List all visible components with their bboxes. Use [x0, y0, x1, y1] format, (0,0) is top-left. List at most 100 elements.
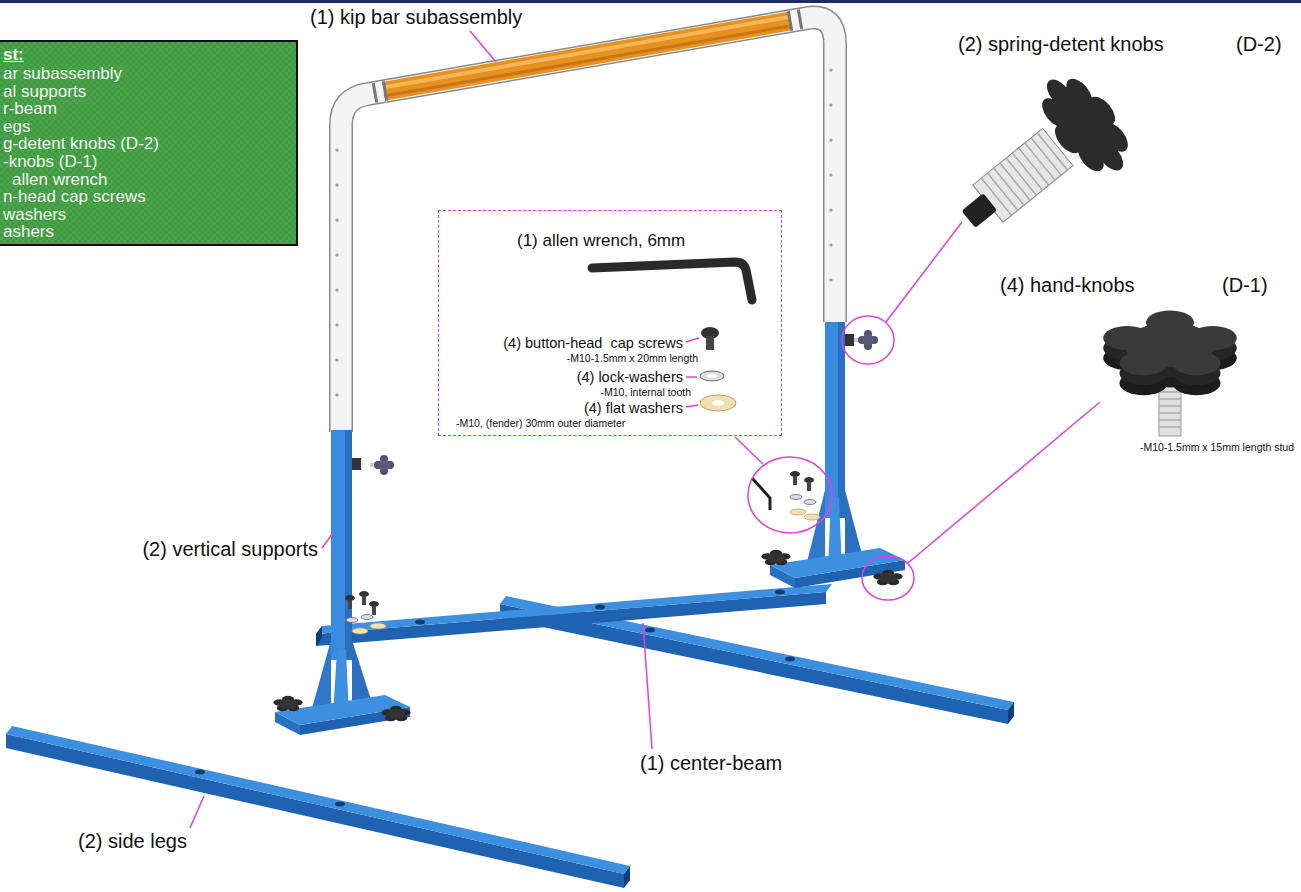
hand-knob-small — [761, 550, 790, 566]
adjust-hole — [335, 148, 338, 151]
bolt-hole — [785, 657, 795, 662]
beam-side-face — [316, 592, 826, 646]
part-label: (1) kip bar subassembly — [310, 6, 522, 29]
callout-circle — [862, 556, 914, 600]
tube-white — [341, 18, 835, 432]
allen-wrench-small — [752, 478, 770, 510]
bolt-hole — [645, 628, 655, 633]
parts-list-item: ashers — [3, 222, 54, 242]
spec-note: -M10-1.5mm x 15mm length stud — [1140, 441, 1294, 453]
parts-list-item: ar subassembly — [3, 64, 122, 84]
top-rule — [0, 0, 1301, 3]
spec-note: -M10-1.5mm x 20mm length — [567, 352, 698, 364]
support-shade — [345, 430, 352, 660]
parts-list-item: egs — [3, 117, 30, 137]
vertical-support — [273, 430, 410, 735]
adjust-hole — [829, 243, 832, 246]
knob-body — [1039, 76, 1132, 175]
knob-body — [279, 699, 297, 709]
leader-line — [470, 31, 496, 62]
parts-list-box: st:ar subassemblyal supportsr-beamegsg-d… — [0, 40, 298, 246]
part-label: (1) center-beam — [640, 752, 782, 775]
knob-body — [387, 709, 405, 719]
callout-circle — [842, 316, 894, 364]
knob-body — [862, 334, 874, 346]
adjust-holes — [335, 68, 832, 396]
lock-washer-hole — [707, 374, 717, 378]
adjust-hole — [829, 103, 832, 106]
thread-line — [1159, 426, 1181, 428]
callout-circle — [748, 457, 832, 533]
leader-line — [686, 338, 699, 342]
support-tube — [331, 430, 352, 660]
bolt-hole — [195, 770, 205, 775]
parts-list-item: g-detent knobs (D-2) — [3, 134, 159, 154]
leader-line — [686, 405, 698, 407]
hand-knob-icon — [1103, 311, 1237, 437]
bar-shade — [384, 26, 790, 96]
part-label: (2) vertical supports — [142, 538, 318, 561]
detent-collar — [352, 458, 361, 470]
lock-washer — [346, 618, 358, 623]
tube-outline — [341, 18, 835, 432]
gusset — [352, 640, 373, 706]
bolt-hole — [775, 590, 785, 595]
hardware-callout-box: (1) allen wrench, 6mm (4) button-head cap… — [438, 210, 782, 436]
leader-line — [190, 796, 204, 828]
adjust-hole — [335, 323, 338, 326]
screw-shank — [372, 606, 376, 615]
spring-knob-small — [854, 330, 878, 350]
parts-list-item: -knobs (D-1) — [3, 152, 97, 172]
leader-line — [735, 437, 763, 464]
screw-shank — [793, 476, 797, 485]
part-label: (2) side legs — [78, 830, 187, 853]
knob-body — [767, 553, 785, 563]
hand-knob-small — [273, 696, 302, 712]
leader-line — [908, 402, 1100, 563]
spring-knob-small — [370, 455, 394, 475]
part-label: (4) hand-knobs — [1000, 274, 1135, 297]
knob-pin — [962, 193, 998, 228]
knob-side — [1103, 321, 1237, 386]
adjust-hole — [829, 68, 832, 71]
thread-line — [1159, 398, 1181, 400]
leader-lines — [190, 31, 1100, 828]
kip-bar — [335, 9, 835, 432]
leg-side-face — [6, 734, 624, 888]
parts-list-item: r-beam — [3, 99, 57, 119]
beam-end-face — [316, 626, 322, 646]
bolt-hole — [335, 802, 345, 807]
adjust-hole — [335, 288, 338, 291]
bolt-hole — [415, 620, 425, 625]
lock-washer — [790, 495, 802, 500]
adjust-hole — [829, 138, 832, 141]
bar-collar — [373, 83, 376, 103]
screw-shank — [362, 596, 366, 605]
lock-washer-icon — [700, 371, 724, 381]
parts-list-item: washers — [3, 205, 66, 225]
spec-note: -M10, internal tooth — [601, 386, 691, 398]
adjust-hole — [335, 183, 338, 186]
bar-grip — [385, 21, 790, 91]
spec-note: -M10, (fender) 30mm outer diameter — [456, 417, 625, 429]
leader-line — [322, 533, 333, 548]
parts-list-heading: st: — [3, 45, 24, 65]
center-beam — [316, 584, 832, 646]
beam-top-face — [316, 584, 832, 634]
flat-washer-icon — [700, 395, 736, 411]
hardware-item: (4) button-head cap screws — [503, 335, 683, 352]
adjust-hole — [829, 173, 832, 176]
bar-collar — [383, 81, 386, 101]
hardware-heading: (1) allen wrench, 6mm — [517, 231, 685, 251]
thread-line — [1159, 412, 1181, 414]
hand-knob-small — [873, 570, 902, 586]
adjust-hole — [335, 253, 338, 256]
base-plate-top — [275, 695, 410, 725]
parts-list-item: n-head cap screws — [3, 187, 146, 207]
part-label: (2) spring-detent knobs — [958, 33, 1164, 56]
adjust-hole — [829, 278, 832, 281]
leader-line — [686, 376, 697, 378]
thread-line — [1159, 405, 1181, 407]
leader-line — [643, 623, 652, 749]
